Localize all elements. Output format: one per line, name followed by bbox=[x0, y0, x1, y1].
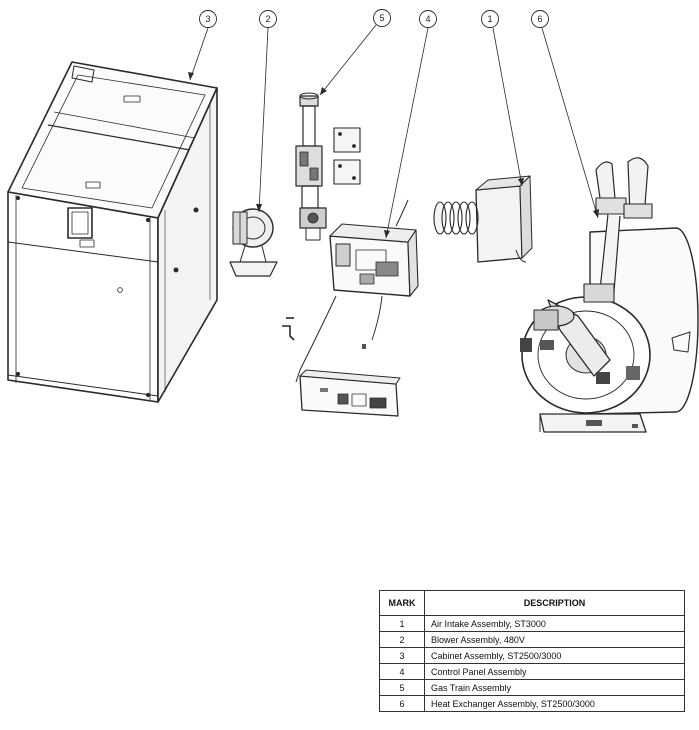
table-row: 5 Gas Train Assembly bbox=[379, 679, 685, 696]
description-cell: Air Intake Assembly, ST3000 bbox=[424, 615, 685, 632]
heat-exchanger-assembly bbox=[520, 157, 699, 433]
callout-3: 3 bbox=[199, 10, 217, 28]
callout-5: 5 bbox=[373, 9, 391, 27]
table-row: 3 Cabinet Assembly, ST2500/3000 bbox=[379, 647, 685, 664]
mark-cell: 4 bbox=[379, 663, 425, 680]
parts-table-header: MARK DESCRIPTION bbox=[379, 590, 685, 616]
mark-cell: 2 bbox=[379, 631, 425, 648]
svg-text:4: 4 bbox=[425, 14, 430, 24]
parts-table: MARK DESCRIPTION 1 Air Intake Assembly, … bbox=[379, 590, 685, 712]
leader-lines bbox=[188, 24, 599, 239]
blower-assembly bbox=[229, 208, 278, 277]
callout-6: 6 bbox=[531, 10, 549, 28]
mark-cell: 3 bbox=[379, 647, 425, 664]
air-intake-assembly bbox=[433, 175, 533, 263]
table-row: 6 Heat Exchanger Assembly, ST2500/3000 bbox=[379, 695, 685, 712]
table-row: 4 Control Panel Assembly bbox=[379, 663, 685, 680]
callout-4: 4 bbox=[419, 10, 437, 28]
exploded-view-drawing: 3 2 5 4 1 6 bbox=[7, 9, 699, 433]
mark-cell: 1 bbox=[379, 615, 425, 632]
callout-1: 1 bbox=[481, 10, 499, 28]
svg-text:5: 5 bbox=[379, 13, 384, 23]
description-cell: Heat Exchanger Assembly, ST2500/3000 bbox=[424, 695, 685, 712]
svg-text:6: 6 bbox=[537, 14, 542, 24]
description-cell: Control Panel Assembly bbox=[424, 663, 685, 680]
description-cell: Cabinet Assembly, ST2500/3000 bbox=[424, 647, 685, 664]
mark-column-header: MARK bbox=[379, 590, 425, 616]
description-cell: Gas Train Assembly bbox=[424, 679, 685, 696]
svg-text:1: 1 bbox=[487, 14, 492, 24]
svg-text:2: 2 bbox=[265, 14, 270, 24]
cabinet-assembly bbox=[7, 61, 218, 403]
callout-2: 2 bbox=[259, 10, 277, 28]
mark-cell: 6 bbox=[379, 695, 425, 712]
svg-text:3: 3 bbox=[205, 14, 210, 24]
description-cell: Blower Assembly, 480V bbox=[424, 631, 685, 648]
gas-train-assembly bbox=[295, 92, 361, 241]
junction-box bbox=[299, 369, 401, 417]
table-row: 2 Blower Assembly, 480V bbox=[379, 631, 685, 648]
table-row: 1 Air Intake Assembly, ST3000 bbox=[379, 615, 685, 632]
control-panel-assembly bbox=[282, 199, 419, 383]
mark-cell: 5 bbox=[379, 679, 425, 696]
description-column-header: DESCRIPTION bbox=[424, 590, 685, 616]
